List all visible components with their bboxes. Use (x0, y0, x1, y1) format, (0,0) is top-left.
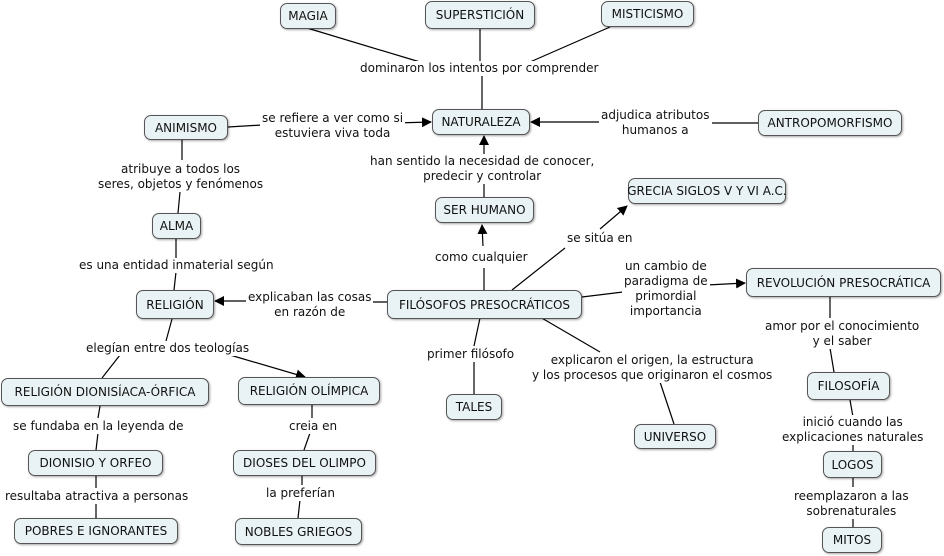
arrow-cambio-revolucion (706, 278, 746, 289)
line-misticismo (529, 26, 611, 63)
link-primer: primer filósofo (425, 347, 517, 362)
concept-dioses-olimpo[interactable]: DIOSES DEL OLIMPO (233, 450, 376, 476)
link-han-sentido: han sentido la necesidad de conocer, pre… (368, 154, 597, 184)
arrow-como-serhumano (477, 224, 488, 247)
link-atribuye: atribuye a todos los seres, objetos y fe… (96, 162, 266, 192)
concept-dionisio-orfeo[interactable]: DIONISIO Y ORFEO (28, 450, 163, 476)
concept-misticismo[interactable]: MISTICISMO (601, 1, 694, 27)
link-se-refiere: se refiere a ver como si estuviera viva … (260, 111, 406, 141)
concept-religion-olimpica[interactable]: RELIGIÓN OLÍMPICA (238, 377, 380, 405)
link-un-cambio: un cambio de paradigma de primordial imp… (622, 259, 710, 319)
line-fundaba-dionisio (95, 432, 99, 451)
concept-mitos[interactable]: MITOS (822, 527, 882, 553)
link-la-preferian: la preferían (264, 486, 338, 501)
link-creia: creia en (287, 419, 340, 434)
concept-animismo[interactable]: ANIMISMO (144, 115, 228, 140)
line-creia-dioses (303, 432, 311, 451)
line-entidad-religion (173, 271, 177, 291)
line-elegian-dionisiaca (101, 354, 121, 379)
line-filosofos-explicaron (539, 316, 601, 353)
line-religion-elegian (165, 318, 173, 342)
link-resultaba: resultaba atractiva a personas (3, 489, 191, 504)
line-filosofos-situa (511, 247, 566, 291)
concept-nobles-griegos[interactable]: NOBLES GRIEGOS (235, 518, 362, 545)
arrow-elegian-olimpica (229, 354, 306, 380)
concept-filosofia[interactable]: FILOSOFÍA (807, 372, 890, 400)
link-amor: amor por el conocimiento y el saber (763, 319, 922, 349)
line-filosofos-cambio (581, 291, 624, 298)
concept-revolucion-presocratica[interactable]: REVOLUCIÓN PRESOCRÁTICA (746, 268, 941, 297)
link-elegian: elegían entre dos teologías (84, 341, 252, 356)
line-explicaron-universo (659, 381, 675, 425)
concept-pobres-ignorantes[interactable]: POBRES E IGNORANTES (14, 518, 178, 544)
link-adjudica: adjudica atributos humanos a (599, 108, 712, 138)
line-dionisiaca-fundaba (97, 405, 101, 419)
concept-religion[interactable]: RELIGIÓN (136, 290, 214, 319)
line-atribuye-alma (177, 191, 181, 214)
link-se-fundaba: se fundaba en la leyenda de (11, 419, 186, 434)
link-explicaban: explicaban las cosas en razón de (246, 290, 374, 320)
link-es-entidad: es una entidad inmaterial según (77, 258, 276, 273)
link-reemplazaron: reemplazaron a las sobrenaturales (792, 489, 911, 519)
line-filosofia-inicio (849, 399, 854, 418)
arrow-situa-grecia (599, 205, 628, 230)
concept-alma[interactable]: ALMA (152, 213, 201, 239)
concept-supersticion[interactable]: SUPERSTICIÓN (425, 1, 535, 29)
concept-tales[interactable]: TALES (446, 394, 502, 420)
concept-naturaleza[interactable]: NATURALEZA (432, 109, 530, 135)
concept-antropomorfismo[interactable]: ANTROPOMORFISMO (758, 110, 902, 136)
concept-religion-dionisiaca[interactable]: RELIGIÓN DIONISÍACA-ÓRFICA (1, 378, 209, 406)
link-dominaron: dominaron los intentos por comprender (358, 61, 601, 76)
concept-filosofos-presocraticos[interactable]: FILÓSOFOS PRESOCRÁTICOS (387, 290, 582, 319)
link-inicio: inició cuando las explicaciones naturale… (780, 415, 926, 445)
line-animismo-refiere (227, 124, 263, 128)
line-amor-filosofia (829, 347, 835, 373)
line-preferian-nobles (297, 499, 301, 519)
concept-ser-humano[interactable]: SER HUMANO (435, 197, 534, 223)
concept-universo[interactable]: UNIVERSO (634, 424, 716, 449)
link-explicaron: explicaron el origen, la estructura y lo… (530, 353, 775, 383)
line-filosofos-primer (473, 317, 481, 347)
concept-logos[interactable]: LOGOS (823, 451, 882, 478)
link-se-situa: se sitúa en (565, 231, 635, 246)
concept-magia[interactable]: MAGIA (280, 3, 336, 29)
line-magia (306, 27, 421, 63)
concept-grecia[interactable]: GRECIA SIGLOS V Y VI A.C. (627, 178, 787, 204)
link-como-cualquier: como cualquier (433, 250, 530, 265)
